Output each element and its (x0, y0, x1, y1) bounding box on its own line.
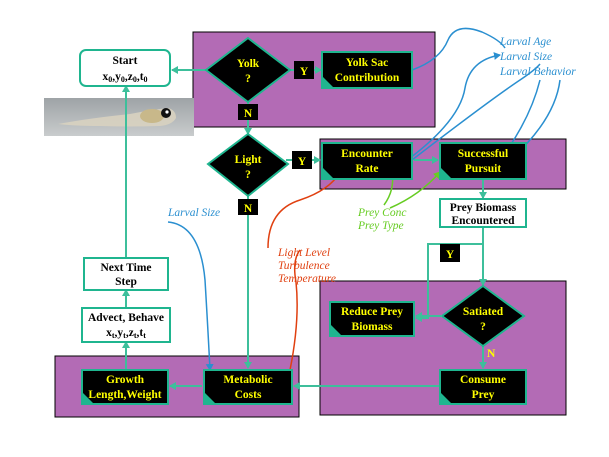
light-no-tag: N (238, 199, 258, 215)
metabolic-costs-box: Metabolic Costs (203, 369, 293, 405)
satiated-label: Satiated (463, 306, 504, 318)
svg-text:Y: Y (446, 249, 455, 261)
consume-line1: Consume (460, 374, 506, 386)
consume-line2: Prey (472, 389, 495, 401)
advect-line1: Advect, Behave (88, 312, 164, 324)
prey-biomass-line2: Encountered (451, 215, 515, 227)
reduce-prey-line2: Biomass (352, 321, 393, 333)
satiated-decision: Satiated ? (440, 284, 526, 348)
pursuit-line1: Successful (458, 148, 508, 160)
next-time-step-box: Next Time Step (83, 257, 169, 291)
svg-text:N: N (244, 108, 253, 120)
annotation-prey-type: Prey Type (357, 220, 404, 232)
next-time-line1: Next Time (101, 262, 152, 274)
yolk-question: ? (245, 73, 251, 85)
satiated-yes-tag: Y (440, 244, 460, 262)
satiated-question: ? (480, 321, 486, 333)
yolk-sac-line1: Yolk Sac (346, 57, 389, 69)
successful-pursuit-box: Successful Pursuit (439, 142, 527, 180)
yolk-decision: Yolk ? (204, 36, 292, 104)
annotation-larval-size-top: Larval Size (499, 51, 552, 63)
annotation-turbulence: Turbulence (278, 260, 330, 272)
growth-line2: Length,Weight (88, 389, 161, 401)
svg-text:Y: Y (300, 66, 309, 78)
reduce-prey-box: Reduce Prey Biomass (329, 301, 415, 337)
light-label: Light (235, 154, 262, 166)
metabolic-line2: Costs (235, 389, 262, 401)
yolk-yes-tag: Y (294, 61, 314, 79)
growth-line1: Growth (106, 374, 145, 386)
larval-fish-photo (44, 98, 194, 136)
annotation-light-level: Light Level (277, 247, 330, 259)
yolk-no-tag: N (238, 104, 258, 120)
advect-behave-box: Advect, Behave xt,yt,zt,tt (81, 307, 171, 343)
start-box: Start x0,y0,z0,t0 (79, 49, 171, 87)
annotation-larval-behavior: Larval Behavior (499, 66, 576, 78)
annotation-larval-age: Larval Age (499, 36, 551, 48)
metabolic-line1: Metabolic (223, 374, 272, 386)
annotation-temperature: Temperature (278, 273, 336, 285)
prey-biomass-box: Prey Biomass Encountered (439, 198, 527, 228)
light-decision: Light ? (206, 132, 290, 198)
yolk-label: Yolk (237, 58, 260, 70)
next-time-line2: Step (115, 276, 137, 288)
yolk-sac-box: Yolk Sac Contribution (321, 51, 413, 89)
encounter-line2: Rate (356, 163, 379, 175)
advect-coords: xt,yt,zt,tt (106, 327, 146, 340)
start-coords: x0,y0,z0,t0 (102, 71, 147, 84)
encounter-line1: Encounter (341, 148, 393, 160)
pursuit-line2: Pursuit (465, 163, 502, 175)
svg-text:N: N (244, 203, 253, 215)
reduce-prey-line1: Reduce Prey (341, 306, 403, 318)
consume-prey-box: Consume Prey (439, 369, 527, 405)
encounter-rate-box: Encounter Rate (321, 142, 413, 180)
yolk-sac-line2: Contribution (335, 72, 400, 84)
red-annotation-curves (267, 171, 341, 371)
light-yes-tag: Y (292, 151, 312, 169)
start-label: Start (113, 55, 138, 67)
light-question: ? (245, 169, 251, 181)
growth-box: Growth Length,Weight (81, 369, 169, 405)
svg-text:Y: Y (298, 156, 307, 168)
prey-biomass-line1: Prey Biomass (450, 202, 517, 214)
annotation-prey-conc: Prey Conc (357, 207, 406, 219)
annotation-larval-size-left: Larval Size (167, 207, 220, 219)
satiated-no-label: N (487, 348, 496, 360)
